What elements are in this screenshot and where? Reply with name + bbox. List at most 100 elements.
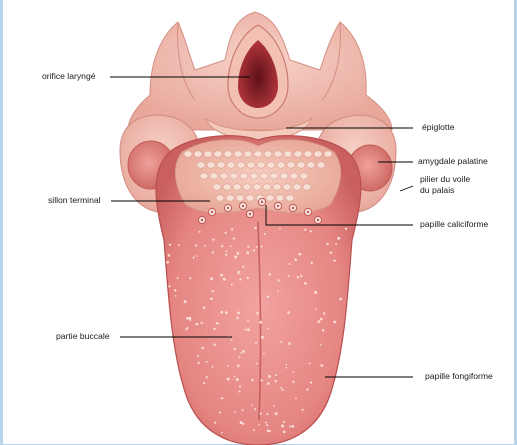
papilla-fungiform — [302, 409, 304, 411]
lingual-bump — [207, 162, 215, 168]
papilla-fungiform — [226, 250, 228, 252]
lingual-bump — [210, 173, 218, 179]
papilla-fungiform — [265, 422, 267, 424]
papilla-fungiform — [248, 329, 250, 331]
papilla-fungiform — [231, 228, 233, 230]
papilla-fungiform — [310, 381, 312, 383]
papilla-fungiform — [264, 233, 266, 235]
papilla-fungiform — [213, 328, 215, 330]
papilla-fungiform — [254, 408, 256, 410]
lingual-bump — [277, 162, 285, 168]
papilla-fungiform — [210, 297, 213, 300]
papilla-fungiform — [201, 322, 203, 324]
lingual-bump — [194, 151, 202, 157]
papilla-fungiform — [237, 364, 240, 367]
papilla-fungiform — [251, 379, 253, 381]
papilla-fungiform — [186, 317, 189, 320]
papilla-fungiform — [193, 256, 195, 258]
lingual-bump — [324, 151, 332, 157]
papilla-fungiform — [311, 262, 313, 264]
papilla-fungiform — [213, 343, 215, 345]
lingual-bump — [257, 162, 265, 168]
lingual-bump — [283, 184, 291, 190]
papilla-fungiform — [242, 266, 244, 268]
papilla-fungiform — [281, 425, 284, 428]
lingual-bump — [287, 162, 295, 168]
papilla-fungiform — [333, 259, 335, 261]
papilla-fungiform — [267, 296, 269, 298]
papilla-fungiform — [231, 339, 233, 341]
papilla-caliciform-center — [249, 213, 251, 215]
papilla-fungiform — [310, 230, 312, 232]
lingual-bump — [297, 162, 305, 168]
papilla-fungiform — [185, 328, 187, 330]
lingual-bump — [286, 195, 294, 201]
lingual-bump — [247, 162, 255, 168]
papilla-fungiform — [297, 276, 299, 278]
lingual-bump — [233, 184, 241, 190]
papilla-fungiform — [210, 277, 213, 280]
papilla-fungiform — [333, 321, 336, 324]
papilla-fungiform — [273, 405, 275, 407]
papilla-fungiform — [267, 382, 270, 385]
papilla-fungiform — [187, 327, 189, 329]
papilla-fungiform — [285, 367, 287, 369]
lingual-bump — [260, 173, 268, 179]
papilla-fungiform — [237, 312, 240, 315]
papilla-fungiform — [278, 279, 280, 281]
lingual-bump — [270, 173, 278, 179]
lingual-bump — [244, 151, 252, 157]
papilla-fungiform — [279, 228, 281, 230]
papilla-fungiform — [225, 311, 228, 314]
papilla-fungiform — [236, 378, 239, 381]
papilla-fungiform — [239, 278, 241, 280]
papilla-fungiform — [335, 243, 337, 245]
papilla-fungiform — [261, 336, 264, 339]
papilla-fungiform — [203, 306, 206, 309]
papilla-fungiform — [320, 364, 323, 367]
papilla-fungiform — [260, 379, 262, 381]
papilla-fungiform — [287, 311, 290, 314]
lingual-bump — [204, 151, 212, 157]
label-papille-fongiforme: papille fongiforme — [425, 371, 493, 382]
papilla-fungiform — [277, 291, 279, 293]
lingual-bump — [237, 162, 245, 168]
lingual-bump — [246, 195, 254, 201]
papilla-fungiform — [247, 277, 249, 279]
papilla-fungiform — [288, 275, 290, 277]
papilla-fungiform — [206, 376, 208, 378]
papilla-fungiform — [267, 328, 269, 330]
papilla-fungiform — [212, 238, 214, 240]
papilla-fungiform — [247, 246, 249, 248]
lingual-bump — [273, 184, 281, 190]
papilla-fungiform — [244, 329, 246, 331]
papilla-fungiform — [322, 329, 325, 332]
lingual-bump — [300, 173, 308, 179]
papilla-fungiform — [166, 261, 169, 264]
papilla-fungiform — [169, 244, 171, 246]
papilla-fungiform — [212, 251, 214, 253]
papilla-fungiform — [230, 245, 232, 247]
label-orifice-larynge: orifice laryngé — [42, 71, 96, 82]
lingual-bump — [264, 151, 272, 157]
lingual-bump — [254, 151, 262, 157]
papilla-fungiform — [239, 385, 241, 387]
lingual-bump — [304, 151, 312, 157]
papilla-fungiform — [234, 256, 237, 259]
papilla-fungiform — [242, 409, 244, 411]
lingual-bump — [234, 151, 242, 157]
papilla-fungiform — [326, 243, 328, 245]
papilla-fungiform — [231, 284, 233, 286]
papilla-caliciform-center — [227, 207, 229, 209]
papilla-fungiform — [189, 277, 191, 279]
papilla-fungiform — [295, 397, 297, 399]
papilla-fungiform — [221, 245, 223, 247]
papilla-caliciform-center — [242, 205, 244, 207]
papilla-caliciform-center — [317, 219, 319, 221]
lingual-bump — [290, 173, 298, 179]
papilla-fungiform — [168, 285, 170, 287]
lingual-bump — [317, 162, 325, 168]
papilla-fungiform — [236, 317, 238, 319]
papilla-fungiform — [227, 365, 229, 367]
papilla-fungiform — [225, 253, 227, 255]
